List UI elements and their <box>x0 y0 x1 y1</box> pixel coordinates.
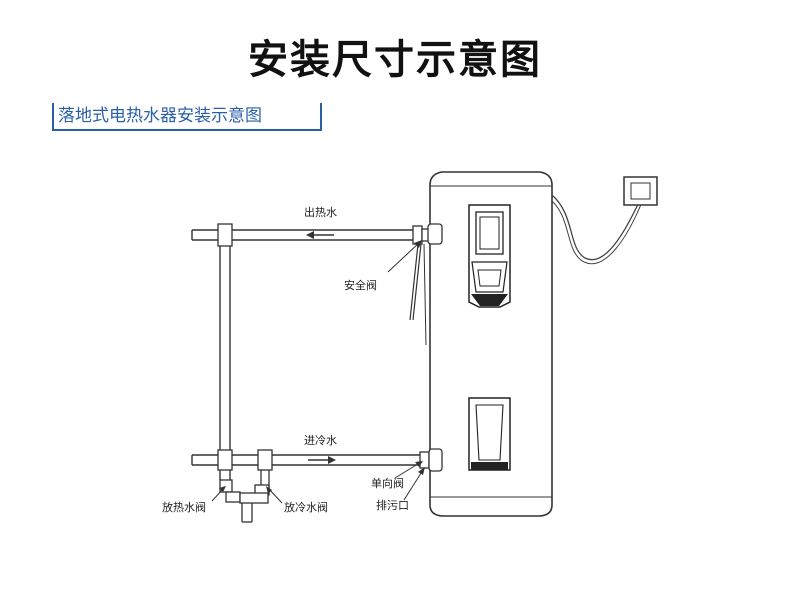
subtitle-text: 落地式电热水器安装示意图 <box>58 106 262 126</box>
subtitle-right-bar <box>320 103 322 131</box>
subtitle-left-bar <box>52 103 54 131</box>
safety-valve <box>409 223 443 346</box>
label-cold-drain-valve: 放冷水阀 <box>284 500 328 514</box>
cold-water-flow-arrow <box>308 456 336 464</box>
control-panel <box>468 204 511 308</box>
page-title: 安装尺寸示意图 <box>248 37 542 83</box>
label-check-valve: 单向阀 <box>371 476 404 490</box>
label-hot-water-out: 出热水 <box>304 205 337 219</box>
cold-drain-valve-leader <box>266 486 283 504</box>
check-valve-leader <box>394 461 423 479</box>
vertical-riser-pipe <box>219 246 231 480</box>
safety-valve-leader <box>387 240 422 273</box>
drain-leader <box>403 467 425 501</box>
lower-access-panel <box>468 397 511 471</box>
wall-socket <box>623 176 658 206</box>
diagram-subtitle: 落地式电热水器安装示意图 <box>52 103 322 131</box>
hot-water-flow-arrow <box>306 231 334 239</box>
label-safety-valve: 安全阀 <box>344 278 377 292</box>
label-cold-water-in: 进冷水 <box>304 434 337 447</box>
drain-outlet-pipe <box>241 503 253 523</box>
check-valve <box>419 448 443 472</box>
cold-water-pipe <box>191 449 420 471</box>
hot-water-pipe <box>191 223 420 247</box>
power-cord <box>551 194 643 265</box>
cold-drain-valve-assembly <box>239 470 270 504</box>
label-hot-drain-valve: 放热水阀 <box>162 500 206 514</box>
hot-drain-valve-leader <box>211 486 226 502</box>
label-drain: 排污口 <box>376 498 409 512</box>
water-heater-tank <box>429 171 553 517</box>
